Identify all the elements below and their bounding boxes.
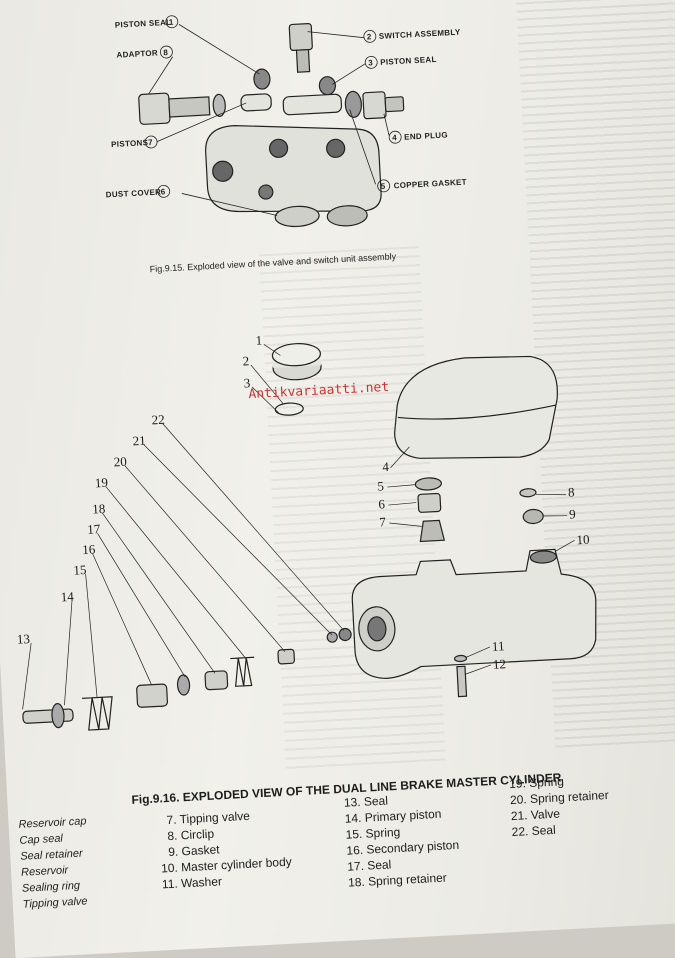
- part-number-1: 1: [255, 332, 262, 347]
- legend-item: 19. Spring: [509, 774, 564, 791]
- callout-dust-cover-num: 6: [160, 187, 165, 196]
- legend-column-2: 13. Seal 14. Primary piston 15. Spring 1…: [344, 793, 460, 890]
- part-number-20: 20: [113, 454, 127, 470]
- legend-item: 17. Seal: [347, 857, 392, 873]
- legend-item: 9. Gasket: [168, 842, 221, 859]
- legend-column-1: 7. Tipping valve 8. Circlip 9. Gasket 10…: [161, 809, 292, 892]
- legend-item: 15. Spring: [345, 825, 400, 842]
- legend-item: 20. Spring retainer: [510, 788, 609, 807]
- part-number-17: 17: [87, 521, 101, 537]
- fig-9-15-caption: Fig.9.15. Exploded view of the valve and…: [149, 251, 396, 274]
- legend-item: 10. Master cylinder body: [161, 855, 292, 876]
- part-number-13: 13: [17, 631, 31, 647]
- callout-adaptor: ADAPTOR: [116, 48, 158, 59]
- callout-piston-seal-left-num: 1: [169, 18, 174, 27]
- legend-item: 8. Circlip: [167, 827, 215, 843]
- callout-piston-seal-right-num: 3: [368, 58, 373, 67]
- part-number-19: 19: [94, 475, 108, 491]
- callout-copper-gasket: COPPER GASKET: [393, 178, 467, 191]
- fig-9-15-drawing: [138, 22, 405, 228]
- callout-piston-seal-right: PISTON SEAL: [380, 55, 437, 67]
- part-number-11: 11: [492, 638, 505, 654]
- part-number-2: 2: [242, 353, 249, 368]
- callout-adaptor-num: 8: [163, 48, 168, 57]
- legend-item: Tipping valve: [23, 895, 88, 910]
- legend-item: 11. Washer: [162, 874, 223, 891]
- callout-copper-gasket-num: 5: [380, 182, 385, 191]
- legend-item: 18. Spring retainer: [348, 871, 447, 890]
- part-number-4: 4: [382, 459, 390, 474]
- callout-end-plug: END PLUG: [404, 130, 448, 141]
- legend-item: Cap seal: [19, 833, 64, 847]
- fig-9-15-callouts: PISTON SEAL 1 ADAPTOR 8 PISTONS 7 DUST C…: [106, 15, 467, 200]
- callout-pistons: PISTONS: [111, 138, 149, 149]
- part-number-10: 10: [576, 532, 590, 548]
- legend-item: Seal retainer: [20, 847, 84, 862]
- part-number-22: 22: [151, 412, 165, 428]
- part-number-21: 21: [132, 433, 146, 449]
- callout-dust-cover: DUST COVER: [106, 188, 162, 200]
- callout-pistons-num: 7: [148, 138, 153, 147]
- fig-9-16-leader-lines: [22, 344, 575, 710]
- part-number-16: 16: [82, 541, 96, 557]
- legend-item: 22. Seal: [511, 823, 556, 839]
- callout-piston-seal-left: PISTON SEAL: [115, 18, 172, 30]
- legend-column-3: 19. Spring 20. Spring retainer 21. Valve…: [509, 774, 609, 839]
- legend-item: Reservoir: [21, 864, 70, 879]
- legend-item: 21. Valve: [510, 806, 560, 823]
- fig-9-15-leader-lines: [148, 24, 390, 216]
- legend-column-0: Reservoir cap Cap seal Seal retainer Res…: [18, 815, 88, 910]
- fig-9-16-drawing: [22, 343, 597, 731]
- callout-switch-assembly-num: 2: [367, 32, 372, 41]
- watermark: Antikvariaatti.net: [248, 380, 389, 402]
- part-number-14: 14: [60, 589, 74, 605]
- legend-item: Sealing ring: [22, 880, 82, 895]
- part-number-15: 15: [73, 562, 87, 578]
- part-number-5: 5: [377, 478, 384, 493]
- part-number-8: 8: [568, 484, 575, 499]
- part-number-6: 6: [378, 496, 386, 511]
- legend-item: 16. Secondary piston: [346, 838, 459, 858]
- legend-item: 14. Primary piston: [344, 807, 441, 826]
- legend-item: 13. Seal: [344, 793, 389, 809]
- part-number-12: 12: [492, 656, 506, 672]
- part-number-3: 3: [243, 375, 250, 390]
- legend-item: 7. Tipping valve: [166, 809, 250, 827]
- part-number-18: 18: [92, 501, 106, 517]
- legend-item: Reservoir cap: [18, 815, 86, 831]
- callout-switch-assembly: SWITCH ASSEMBLY: [379, 28, 461, 41]
- fig-9-16-part-numbers: 1 2 3 4 5 6 7 8 9 10 11 12 13 14 15 16 1…: [17, 332, 590, 672]
- part-number-7: 7: [379, 514, 387, 529]
- part-number-9: 9: [569, 506, 576, 521]
- callout-end-plug-num: 4: [392, 133, 397, 142]
